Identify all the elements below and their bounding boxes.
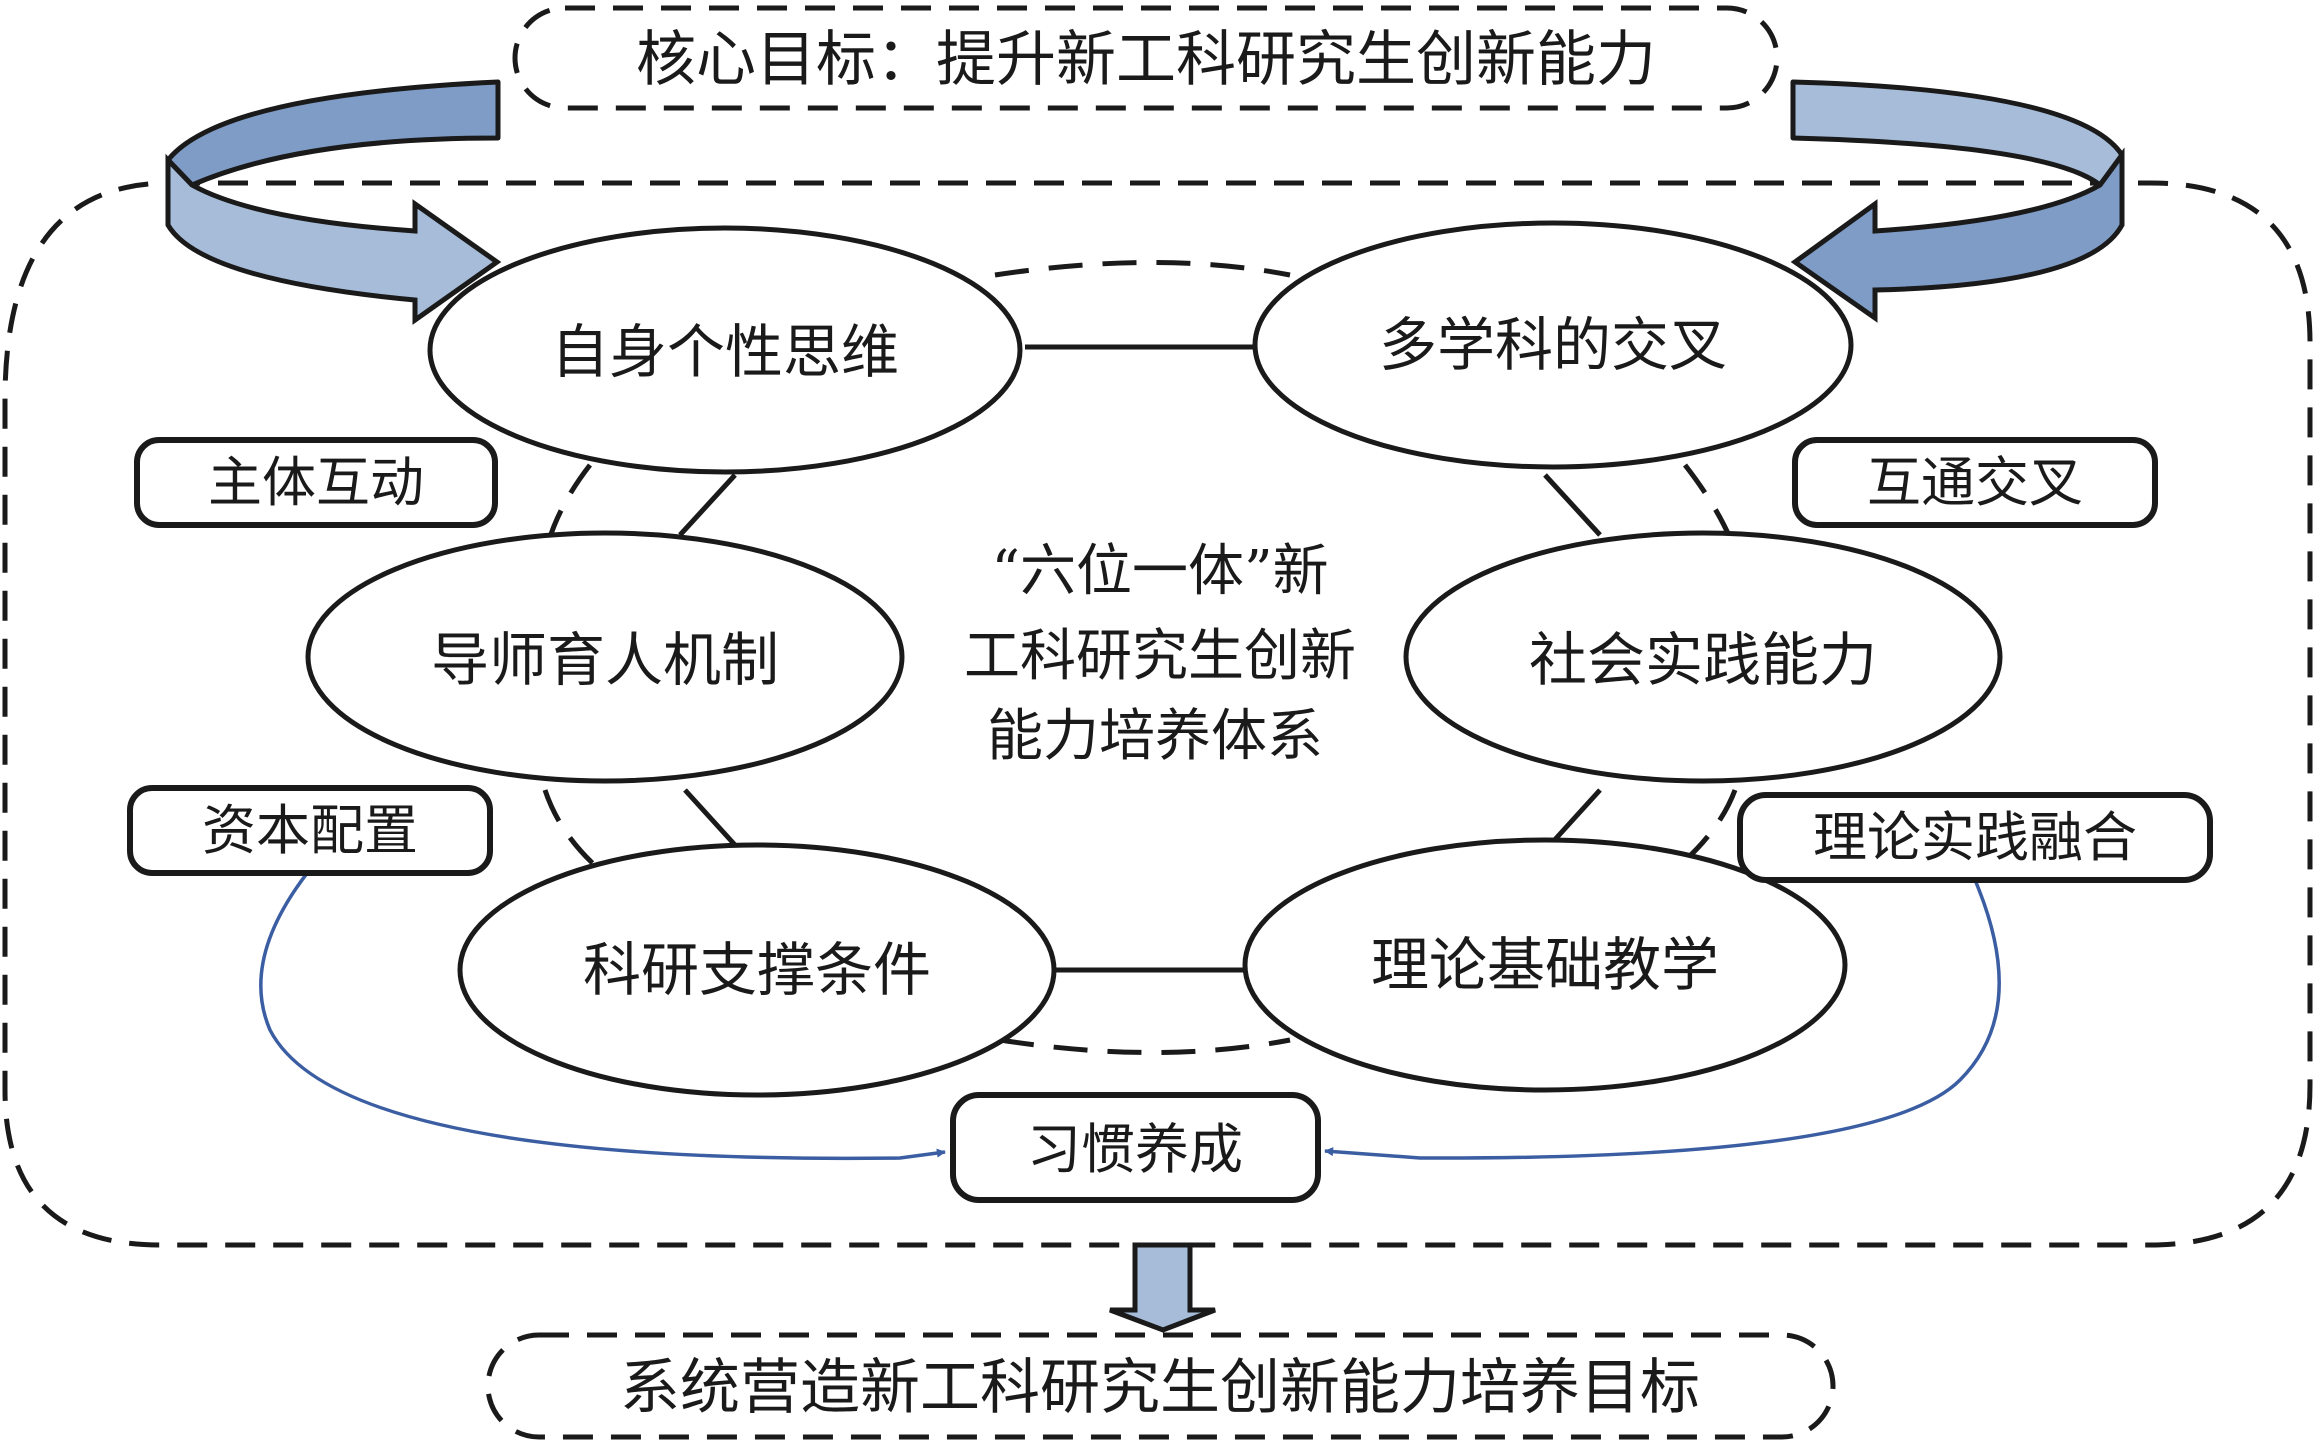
- down-arrow-icon: [1109, 1242, 1216, 1333]
- top-goal-text: 核心目标：提升新工科研究生创新能力: [636, 25, 1656, 95]
- link-right-lower: [1548, 788, 1602, 847]
- svg-text:社会实践能力: 社会实践能力: [1529, 626, 1877, 694]
- outer-dashed-frame: [2, 180, 2313, 1248]
- svg-text:能力培养体系: 能力培养体系: [987, 704, 1323, 769]
- flow-theory-practice-to-habit: [1324, 879, 2001, 1160]
- top-goal-box: 核心目标：提升新工科研究生创新能力: [512, 5, 1780, 111]
- svg-text:自身个性思维: 自身个性思维: [551, 318, 899, 386]
- svg-text:工科研究生创新: 工科研究生创新: [964, 624, 1356, 689]
- tag-habit-formation: 习惯养成: [950, 1092, 1321, 1203]
- svg-text:互通交叉: 互通交叉: [1867, 451, 2083, 514]
- inner-dashed-ring-left-upper: [542, 463, 592, 556]
- svg-text:主体互动: 主体互动: [208, 451, 424, 514]
- svg-text:资本配置: 资本配置: [202, 799, 418, 862]
- node-personal-thinking: 自身个性思维: [427, 225, 1023, 475]
- inner-dashed-ring-left-lower: [542, 789, 602, 872]
- inner-dashed-ring: [994, 260, 1291, 278]
- svg-text:“六位一体”新: “六位一体”新: [991, 539, 1328, 604]
- svg-text:导师育人机制: 导师育人机制: [431, 626, 779, 694]
- node-mentor-mechanism: 导师育人机制: [305, 530, 905, 784]
- link-left-lower: [683, 788, 737, 847]
- inner-dashed-ring-right-upper: [1683, 463, 1738, 551]
- node-theory-teaching: 理论基础教学: [1242, 837, 1848, 1093]
- svg-text:习惯养成: 习惯养成: [1027, 1118, 1243, 1181]
- svg-text:科研支撑条件: 科研支撑条件: [583, 936, 931, 1004]
- bottom-goal-text: 系统营造新工科研究生创新能力培养目标: [620, 1353, 1700, 1423]
- svg-text:理论基础教学: 理论基础教学: [1371, 931, 1719, 999]
- svg-text:理论实践融合: 理论实践融合: [1813, 806, 2137, 869]
- left-cycle-arrow-icon: [165, 79, 502, 325]
- node-social-practice: 社会实践能力: [1403, 530, 2003, 784]
- tag-interconnection: 互通交叉: [1792, 437, 2158, 528]
- flow-capital-to-habit: [259, 870, 946, 1161]
- tag-capital-allocation: 资本配置: [127, 785, 493, 876]
- inner-dashed-ring-bottom: [999, 1037, 1291, 1055]
- node-interdisciplinary: 多学科的交叉: [1252, 220, 1854, 470]
- tag-subject-interaction: 主体互动: [134, 437, 498, 528]
- svg-text:多学科的交叉: 多学科的交叉: [1379, 311, 1727, 379]
- link-right-upper: [1543, 473, 1602, 537]
- center-title: “六位一体”新 工科研究生创新 能力培养体系: [964, 539, 1356, 769]
- link-left-upper: [678, 473, 737, 537]
- right-cycle-arrow-icon: [1790, 79, 2125, 323]
- node-research-support: 科研支撑条件: [457, 842, 1057, 1098]
- tag-theory-practice: 理论实践融合: [1737, 792, 2213, 883]
- bottom-goal-box: 系统营造新工科研究生创新能力培养目标: [485, 1332, 1836, 1440]
